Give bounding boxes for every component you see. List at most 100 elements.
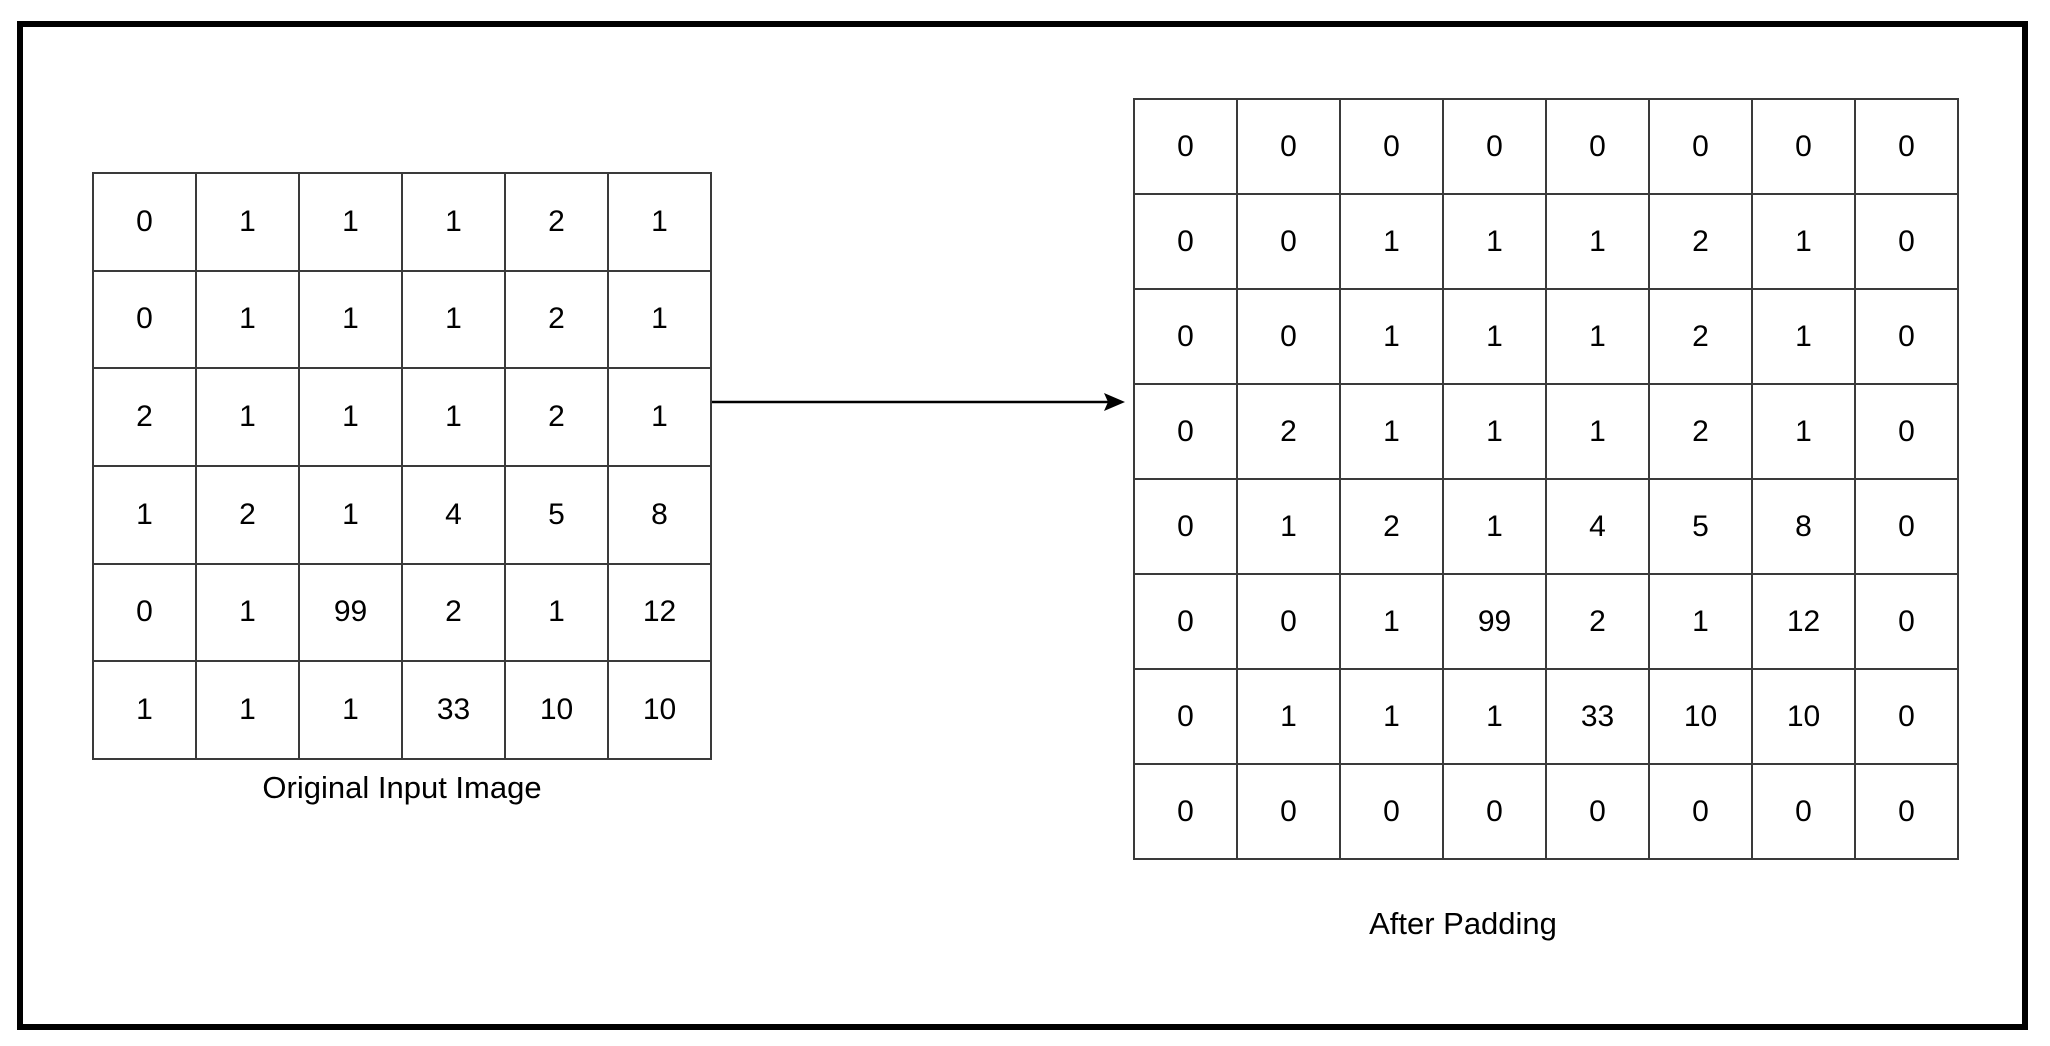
input-matrix-cell: 2 (401, 562, 506, 663)
input-matrix-cell: 1 (195, 172, 300, 272)
input-matrix-cell: 2 (504, 269, 609, 370)
padded-matrix-cell: 0 (1854, 383, 1959, 480)
input-matrix-cell: 1 (195, 367, 300, 467)
padded-matrix-cell: 10 (1648, 668, 1753, 765)
padded-matrix-cell: 0 (1133, 668, 1238, 765)
padded-matrix-cell: 0 (1339, 98, 1444, 195)
input-matrix-cell: 0 (92, 562, 197, 663)
input-matrix-cell: 1 (298, 367, 403, 467)
padded-matrix-cell: 10 (1751, 668, 1856, 765)
padded-matrix-cell: 1 (1442, 288, 1547, 385)
padded-matrix-cell: 2 (1236, 383, 1341, 480)
padded-matrix-cell: 0 (1442, 763, 1547, 860)
input-matrix-cell: 8 (607, 464, 712, 565)
padded-matrix-cell: 0 (1236, 763, 1341, 860)
input-matrix-cell: 1 (92, 660, 197, 760)
padded-matrix-cell: 0 (1854, 573, 1959, 670)
padded-matrix-cell: 1 (1751, 193, 1856, 290)
input-matrix-cell: 1 (401, 367, 506, 467)
padded-matrix-cell: 1 (1339, 573, 1444, 670)
padded-matrix-cell: 0 (1854, 763, 1959, 860)
input-matrix-cell: 1 (607, 269, 712, 370)
input-matrix-cell: 1 (607, 172, 712, 272)
padded-matrix-cell: 0 (1854, 288, 1959, 385)
padded-matrix-cell: 1 (1442, 478, 1547, 575)
padded-matrix-cell: 1 (1442, 668, 1547, 765)
padded-matrix-cell: 1 (1442, 383, 1547, 480)
input-matrix-cell: 1 (298, 269, 403, 370)
input-matrix-cell: 10 (607, 660, 712, 760)
input-matrix-cell: 2 (504, 367, 609, 467)
padded-matrix-cell: 1 (1236, 668, 1341, 765)
padded-matrix-cell: 1 (1442, 193, 1547, 290)
input-matrix-cell: 1 (195, 562, 300, 663)
padded-matrix-cell: 0 (1133, 478, 1238, 575)
padded-matrix-cell: 33 (1545, 668, 1650, 765)
original-input-caption: Original Input Image (262, 770, 542, 805)
padded-matrix-cell: 2 (1648, 193, 1753, 290)
padded-matrix-cell: 0 (1648, 763, 1753, 860)
input-matrix-cell: 2 (195, 464, 300, 565)
input-matrix-cell: 0 (92, 269, 197, 370)
padded-matrix-cell: 0 (1442, 98, 1547, 195)
input-matrix-cell: 12 (607, 562, 712, 663)
input-matrix-cell: 0 (92, 172, 197, 272)
padded-matrix-cell: 1 (1751, 288, 1856, 385)
input-matrix-cell: 2 (92, 367, 197, 467)
padded-matrix-cell: 0 (1339, 763, 1444, 860)
input-matrix-cell: 4 (401, 464, 506, 565)
input-matrix-cell: 1 (504, 562, 609, 663)
padded-matrix-cell: 1 (1339, 193, 1444, 290)
padded-matrix-cell: 0 (1236, 288, 1341, 385)
padded-matrix-cell: 0 (1133, 193, 1238, 290)
input-matrix-cell: 2 (504, 172, 609, 272)
input-matrix-cell: 1 (92, 464, 197, 565)
padded-matrix-cell: 0 (1236, 193, 1341, 290)
padded-matrix-cell: 0 (1545, 763, 1650, 860)
padded-matrix-cell: 5 (1648, 478, 1753, 575)
padded-matrix-cell: 0 (1133, 383, 1238, 480)
input-matrix-cell: 1 (298, 660, 403, 760)
padded-matrix-cell: 0 (1751, 763, 1856, 860)
input-matrix-cell: 10 (504, 660, 609, 760)
padded-matrix-cell: 0 (1545, 98, 1650, 195)
input-matrix-cell: 1 (195, 660, 300, 760)
padded-matrix-cell: 1 (1339, 668, 1444, 765)
input-matrix-cell: 1 (401, 269, 506, 370)
input-matrix-cell: 1 (401, 172, 506, 272)
padded-matrix-cell: 2 (1545, 573, 1650, 670)
padded-matrix-cell: 2 (1648, 383, 1753, 480)
input-matrix-cell: 5 (504, 464, 609, 565)
padded-matrix-cell: 0 (1133, 763, 1238, 860)
padded-matrix-cell: 1 (1545, 193, 1650, 290)
padded-matrix-cell: 0 (1133, 98, 1238, 195)
padded-matrix-cell: 99 (1442, 573, 1547, 670)
padded-matrix-cell: 2 (1648, 288, 1753, 385)
after-padding-caption: After Padding (1369, 906, 1557, 941)
padded-matrix-cell: 0 (1854, 98, 1959, 195)
padded-matrix-cell: 2 (1339, 478, 1444, 575)
padded-matrix-cell: 0 (1133, 288, 1238, 385)
padded-matrix-cell: 1 (1236, 478, 1341, 575)
padded-matrix-cell: 12 (1751, 573, 1856, 670)
padded-matrix-cell: 0 (1648, 98, 1753, 195)
padded-matrix-cell: 4 (1545, 478, 1650, 575)
padded-matrix-cell: 1 (1751, 383, 1856, 480)
